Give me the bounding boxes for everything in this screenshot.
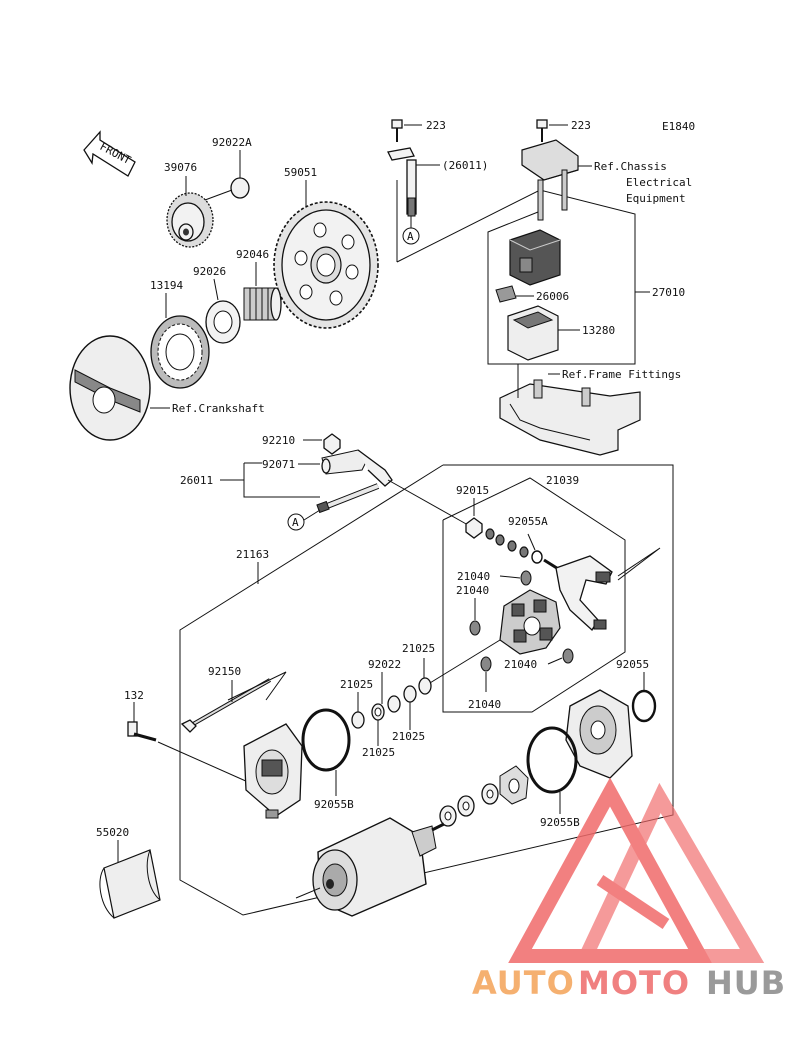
brush-plate-21039 bbox=[555, 555, 613, 632]
fuse-26006 bbox=[495, 285, 517, 303]
label-27010: 27010 bbox=[652, 286, 685, 299]
svg-text:HUB: HUB bbox=[706, 964, 786, 1002]
label-21025-top: 21025 bbox=[402, 642, 435, 655]
svg-text:AUTO: AUTO bbox=[472, 964, 575, 1002]
label-92055B-rear: 92055B bbox=[314, 798, 354, 811]
label-92022: 92022 bbox=[368, 658, 401, 671]
label-21025-right: 21025 bbox=[392, 730, 425, 743]
front-arrow-icon: FRONT bbox=[83, 130, 136, 177]
frame-fitting-bracket bbox=[499, 379, 641, 456]
o-ring-92055A bbox=[531, 550, 543, 564]
label-59051: 59051 bbox=[284, 166, 317, 179]
label-26011-upper: (26011) bbox=[442, 159, 488, 172]
label-21163: 21163 bbox=[236, 548, 269, 561]
label-92026: 92026 bbox=[193, 265, 226, 278]
label-92046: 92046 bbox=[236, 248, 269, 261]
relay-case-13280 bbox=[507, 305, 559, 361]
starter-motor-group-boundary bbox=[179, 464, 674, 916]
relay-bracket bbox=[521, 139, 579, 221]
label-92210: 92210 bbox=[262, 434, 295, 447]
brush-spring-21040-d bbox=[480, 656, 492, 672]
shim-21025-c bbox=[403, 685, 417, 703]
svg-text:A: A bbox=[292, 516, 299, 529]
lock-plate bbox=[499, 765, 529, 805]
ref-chassis-line1: Ref.Chassis bbox=[594, 160, 667, 173]
o-ring-92055B-rear bbox=[301, 708, 351, 772]
brush-holder-group-boundary bbox=[442, 477, 626, 713]
bolt-223-left bbox=[391, 119, 403, 142]
starter-motor-body bbox=[312, 817, 445, 917]
one-way-clutch-13194 bbox=[150, 315, 210, 389]
through-bolt-92150 bbox=[180, 678, 271, 733]
o-ring-92055B-front bbox=[526, 726, 578, 794]
watermark-wordmark: AUTO MOTO HUB bbox=[472, 964, 786, 1002]
cap-92071 bbox=[321, 449, 393, 487]
idle-gear-39076 bbox=[166, 192, 214, 248]
shim-21025-a bbox=[351, 711, 365, 729]
cable-lead-26011-upper bbox=[387, 147, 417, 217]
label-26006: 26006 bbox=[536, 290, 569, 303]
label-21040-b: 21040 bbox=[456, 584, 489, 597]
label-223-left: 223 bbox=[426, 119, 446, 132]
brush-spring-21040-c bbox=[562, 648, 574, 664]
end-cover-rear bbox=[243, 723, 303, 819]
label-13280: 13280 bbox=[582, 324, 615, 337]
label-55020: 55020 bbox=[96, 826, 129, 839]
brush-holder-base bbox=[499, 589, 561, 655]
label-21040-c: 21040 bbox=[504, 658, 537, 671]
label-13194: 13194 bbox=[150, 279, 183, 292]
svg-text:MOTO: MOTO bbox=[578, 964, 690, 1002]
label-39076: 39076 bbox=[164, 161, 197, 174]
brush-spring-21040-a bbox=[520, 570, 532, 586]
label-92055B-front: 92055B bbox=[540, 816, 580, 829]
ref-frame-fittings: Ref.Frame Fittings bbox=[562, 368, 681, 381]
bolt-223-right bbox=[536, 119, 548, 142]
motor-cover-55020 bbox=[99, 849, 161, 919]
end-cover-front bbox=[565, 689, 633, 779]
label-21025-bottom: 21025 bbox=[362, 746, 395, 759]
shim-21025-d bbox=[418, 677, 432, 695]
bolt-132 bbox=[127, 721, 157, 742]
starter-gear-59051 bbox=[273, 201, 379, 329]
label-92055: 92055 bbox=[616, 658, 649, 671]
label-92150: 92150 bbox=[208, 665, 241, 678]
washer-92022A bbox=[230, 177, 250, 199]
nut-92210 bbox=[323, 433, 341, 455]
callout-a-lower bbox=[287, 513, 305, 531]
rotor-crankshaft bbox=[69, 335, 151, 441]
washer-stack bbox=[485, 528, 495, 540]
ref-crankshaft: Ref.Crankshaft bbox=[172, 402, 265, 415]
label-92055A: 92055A bbox=[508, 515, 548, 528]
label-92071: 92071 bbox=[262, 458, 295, 471]
label-92015: 92015 bbox=[456, 484, 489, 497]
label-223-right: 223 bbox=[571, 119, 591, 132]
needle-bearing-92046 bbox=[243, 287, 282, 321]
automotohub-logo-icon bbox=[508, 777, 765, 963]
cable-lead-26011-lower bbox=[316, 483, 380, 514]
label-21025-left: 21025 bbox=[340, 678, 373, 691]
brush-spring-21040-b bbox=[469, 620, 481, 636]
label-21039: 21039 bbox=[546, 474, 579, 487]
svg-text:A: A bbox=[407, 230, 414, 243]
nut-92015 bbox=[465, 517, 483, 539]
label-21040-d: 21040 bbox=[468, 698, 501, 711]
diagram-code: E1840 bbox=[662, 120, 695, 133]
label-26011-lower: 26011 bbox=[180, 474, 213, 487]
shim-21025-b bbox=[387, 695, 401, 713]
ref-chassis-line3: Equipment bbox=[626, 192, 686, 205]
starter-relay-27010 bbox=[509, 229, 561, 286]
label-21040-a: 21040 bbox=[457, 570, 490, 583]
label-92022A: 92022A bbox=[212, 136, 252, 149]
ref-chassis-line2: Electrical bbox=[626, 176, 692, 189]
label-132: 132 bbox=[124, 689, 144, 702]
o-ring-92055 bbox=[631, 689, 657, 723]
